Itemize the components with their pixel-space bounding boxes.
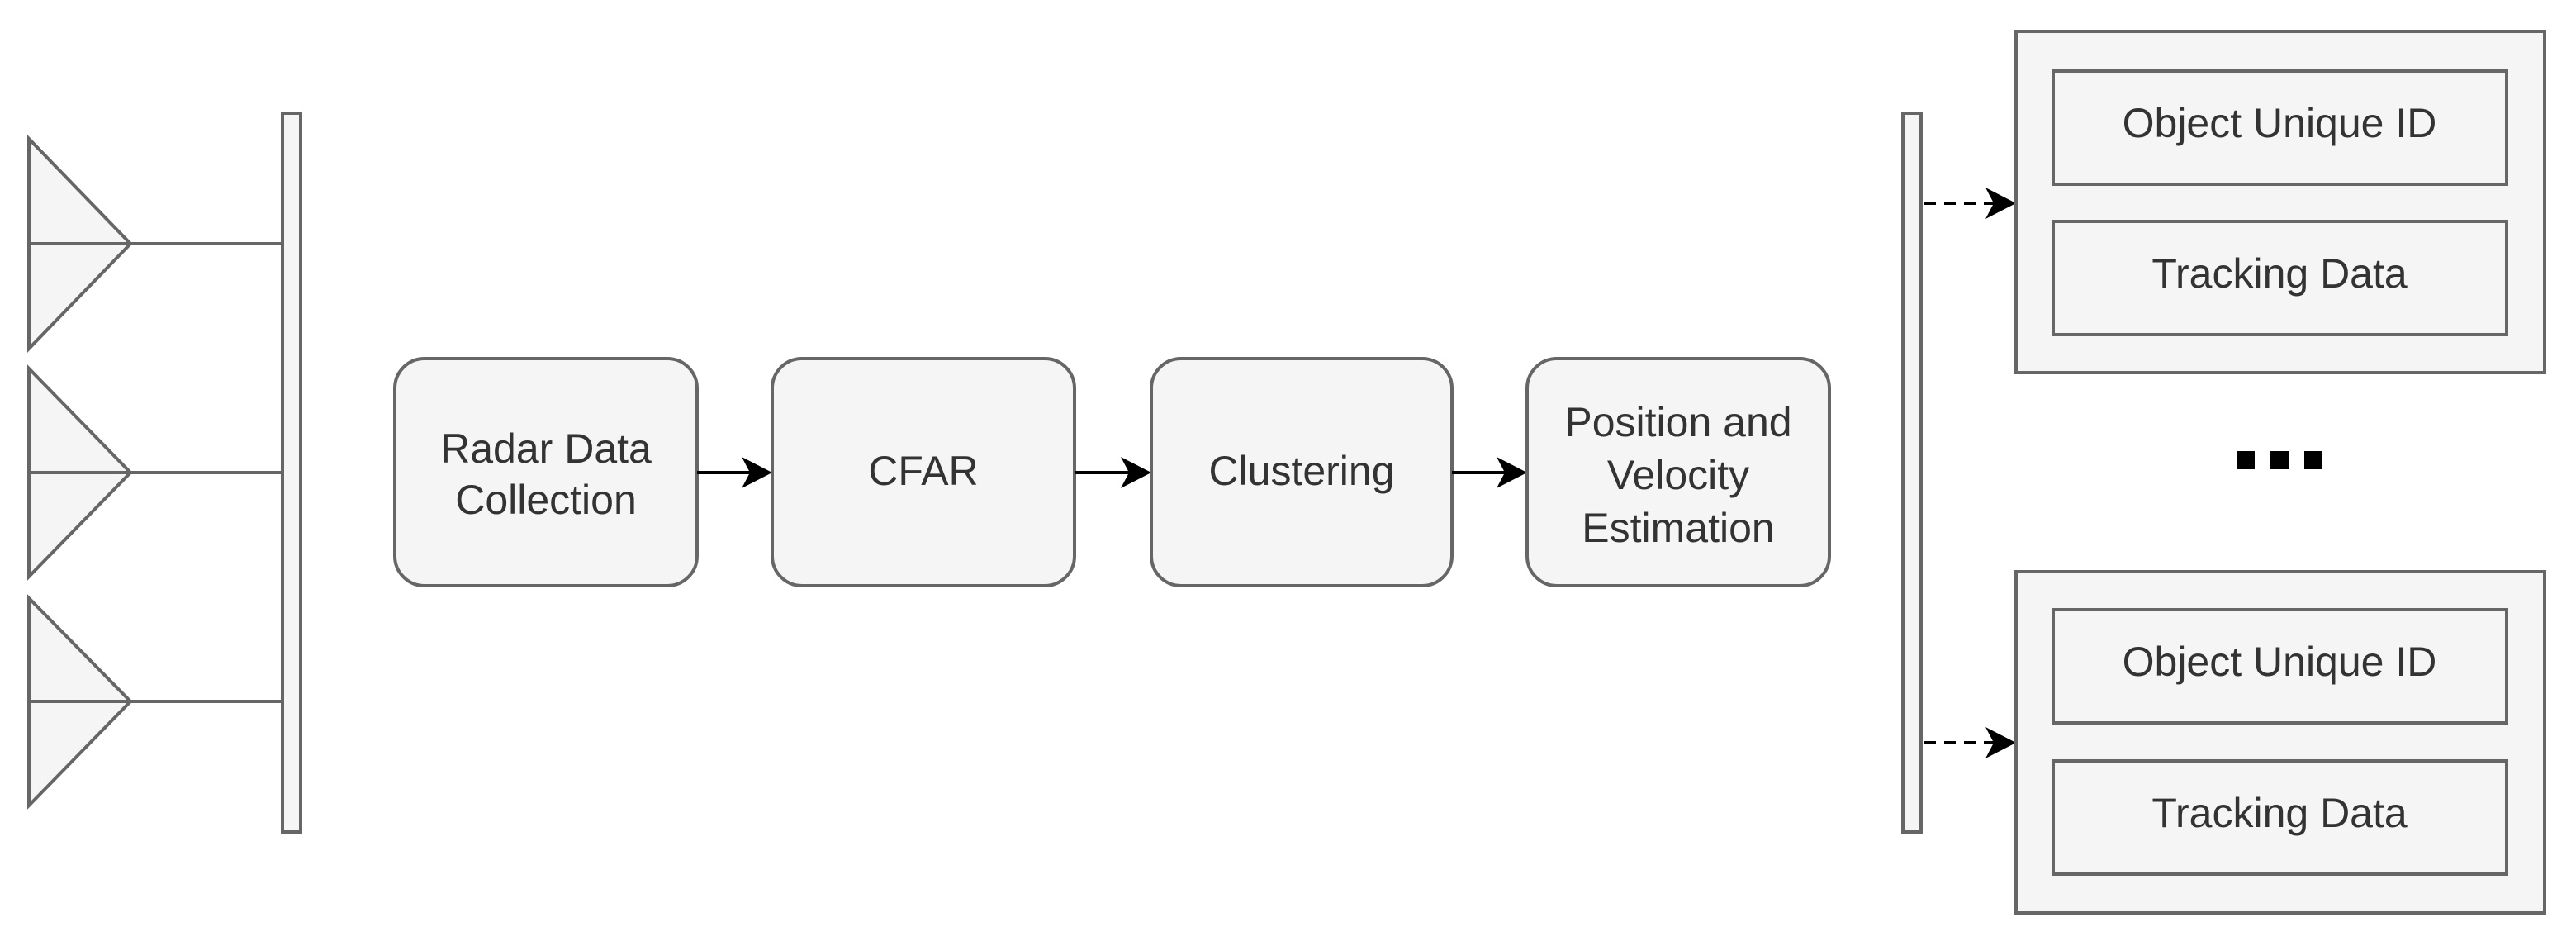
- step-cfar-label: CFAR: [868, 448, 978, 494]
- step-estimation-line-1: Position and: [1564, 399, 1791, 445]
- step-radar-data-collection-line-1: Radar Data: [440, 425, 652, 472]
- step-cfar: CFAR: [771, 357, 1076, 587]
- object-1-tracking-label: Tracking Data: [2151, 250, 2408, 297]
- object-1-id-box: Object Unique ID: [2052, 69, 2508, 186]
- pipeline: Radar Data Collection CFAR Clustering Po…: [393, 357, 1831, 587]
- step-clustering: Clustering: [1150, 357, 1454, 587]
- dashed-arrow-object-1: [1924, 188, 2016, 219]
- object-1-id-label: Object Unique ID: [2123, 100, 2437, 146]
- output-bus-bar: [1901, 112, 1923, 834]
- arrow-clustering-to-estimation: [1452, 457, 1527, 488]
- dashed-arrow-object-2: [1924, 727, 2016, 758]
- step-radar-data-collection: Radar Data Collection: [393, 357, 699, 587]
- antenna-array: [27, 112, 302, 834]
- step-estimation-line-3: Estimation: [1582, 505, 1774, 551]
- object-2-id-label: Object Unique ID: [2123, 639, 2437, 685]
- object-2-id-box: Object Unique ID: [2052, 608, 2508, 725]
- step-estimation-line-2: Velocity: [1607, 452, 1749, 498]
- object-record-2: Object Unique ID Tracking Data: [2014, 570, 2546, 915]
- antenna-2: [27, 364, 289, 581]
- antenna-1: [27, 135, 289, 353]
- step-clustering-label: Clustering: [1208, 448, 1394, 494]
- antenna-3: [27, 594, 289, 810]
- step-position-velocity-estimation: Position and Velocity Estimation: [1525, 357, 1831, 587]
- object-record-1: Object Unique ID Tracking Data: [2014, 30, 2546, 374]
- antenna-bus-bar: [281, 112, 302, 834]
- object-2-tracking-label: Tracking Data: [2151, 790, 2408, 836]
- object-1-tracking-box: Tracking Data: [2052, 220, 2508, 336]
- ellipsis: [2237, 451, 2322, 469]
- arrow-cfar-to-clustering: [1075, 457, 1151, 488]
- arrow-collection-to-cfar: [697, 457, 772, 488]
- step-radar-data-collection-line-2: Collection: [455, 477, 637, 523]
- object-2-tracking-box: Tracking Data: [2052, 759, 2508, 876]
